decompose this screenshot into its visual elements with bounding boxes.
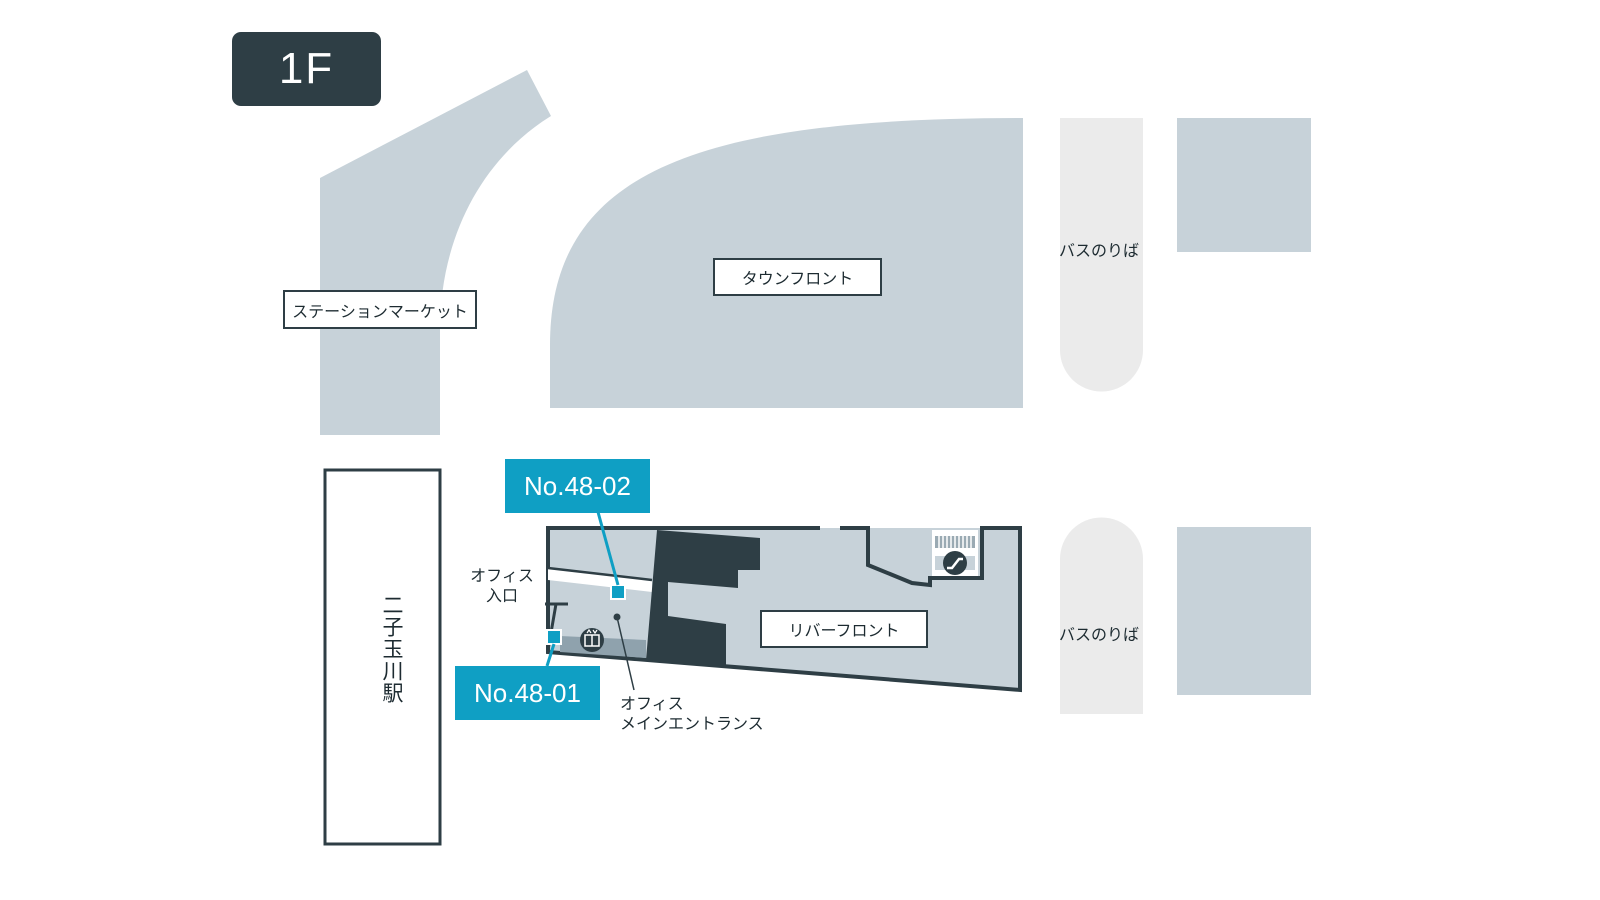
bus-lane-bottom[interactable] — [1060, 517, 1143, 715]
block-bottom-right — [1177, 527, 1311, 695]
station-label: 二子玉川駅 — [380, 594, 404, 704]
river-front-outline — [546, 526, 1022, 693]
spot-leader-48-02 — [596, 511, 620, 586]
office-entrance-line1: オフィス — [470, 566, 534, 585]
spot-tag-48-02[interactable]: No.48-02 — [505, 459, 650, 513]
core-block-1 — [646, 530, 760, 666]
station-building[interactable] — [323, 468, 442, 846]
escalator-icon — [943, 551, 967, 575]
spot-marker-48-02[interactable] — [610, 584, 626, 600]
office-main-entrance-label: オフィス メインエントランス — [620, 694, 764, 734]
main-entrance-leader — [616, 616, 635, 691]
bus-lane-top[interactable] — [1060, 118, 1143, 392]
bus-stop-label-top: バスのりば — [1059, 241, 1140, 260]
office-entrance-line2: 入口 — [485, 586, 518, 605]
river-front-label[interactable]: リバーフロント — [760, 610, 928, 648]
block-top-right — [1177, 118, 1311, 252]
town-front-label[interactable]: タウンフロント — [713, 258, 882, 296]
station-market-label[interactable]: ステーションマーケット — [283, 290, 477, 329]
office-main-line2: メインエントランス — [620, 714, 764, 733]
office-entrance-label: オフィス 入口 — [466, 566, 538, 606]
office-main-line1: オフィス — [620, 694, 684, 713]
spot-leader-48-01 — [545, 643, 556, 667]
spot-tag-48-01[interactable]: No.48-01 — [455, 666, 600, 720]
bus-stop-label-bottom: バスのりば — [1059, 625, 1140, 644]
elevator-icon — [580, 628, 604, 652]
spot-marker-48-01[interactable] — [546, 629, 562, 645]
floor-badge: 1F — [232, 32, 381, 106]
station-market-area[interactable] — [320, 70, 551, 435]
